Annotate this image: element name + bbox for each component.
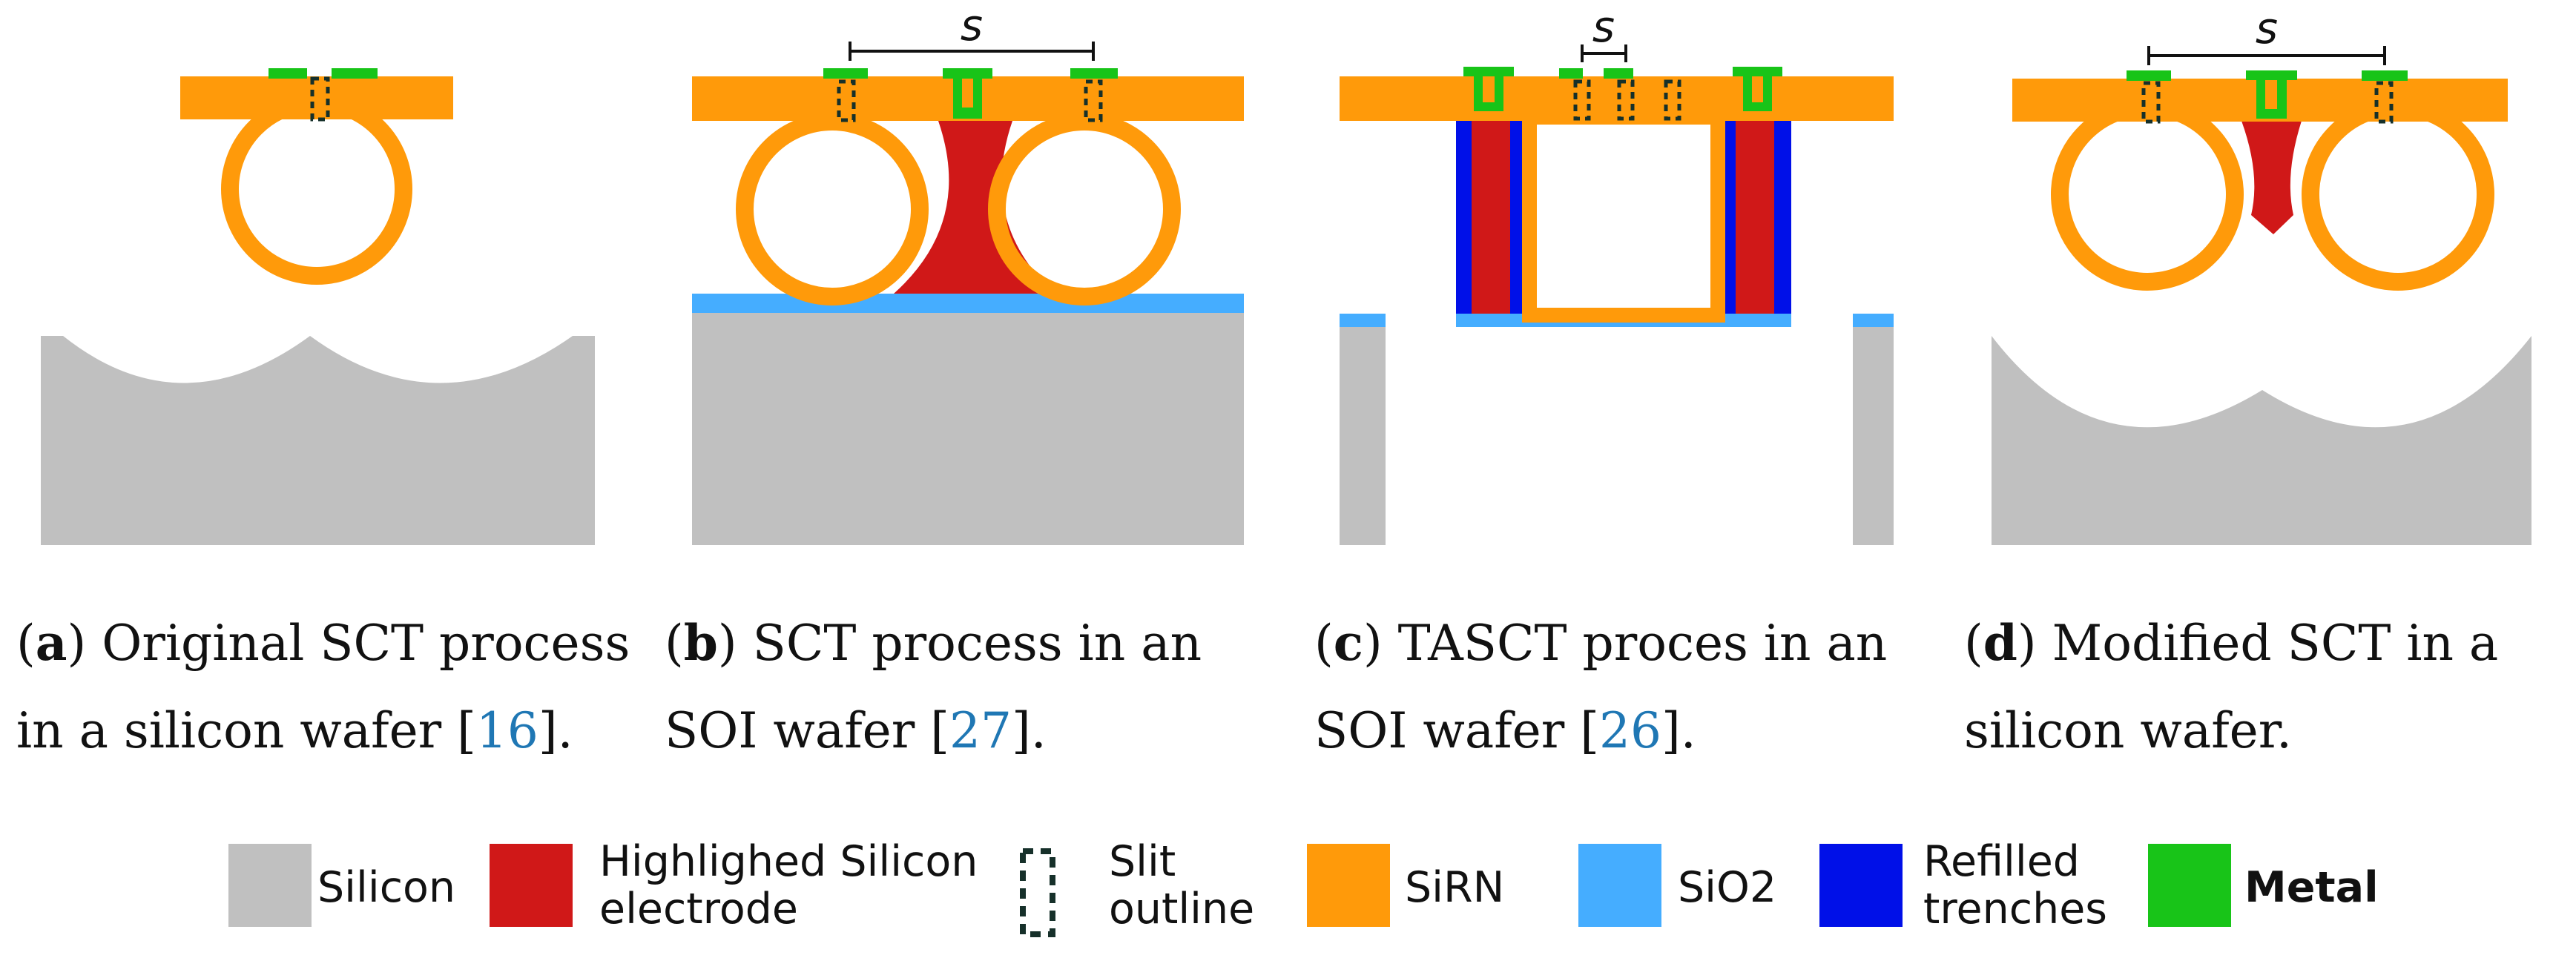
panel-d-silicon-wafer	[1992, 336, 2531, 545]
legend-swatch-metal	[2148, 844, 2231, 927]
panel-b-metal-left	[823, 68, 868, 79]
caption-d: (d) Modified SCT in a silicon wafer.	[1964, 614, 2499, 759]
caption-c-text: ) TASCT proces in an SOI wafer [	[1314, 615, 1888, 759]
legend	[228, 844, 2231, 937]
panel-b-slit-right	[1084, 79, 1103, 122]
panel-c-metal-mid-left	[1559, 68, 1583, 79]
caption-d-label: d	[1983, 614, 2017, 672]
caption-b-text: ) SCT process in an SOI wafer [	[665, 615, 1202, 759]
panel-c-slit-2	[1617, 79, 1635, 121]
panel-c-sio2-right	[1853, 314, 1894, 327]
panel-c-diagram: s	[1340, 1, 1894, 545]
caption-a-label: a	[35, 614, 67, 672]
caption-b-label: b	[683, 614, 718, 672]
panel-d-metal-left	[2127, 70, 2171, 81]
panel-d-ring-right	[2302, 98, 2494, 291]
panel-a-silicon-wafer	[41, 336, 595, 545]
panel-b-metal-right	[1070, 68, 1118, 79]
panel-c-slit-1	[1573, 79, 1591, 121]
panel-a-slit	[310, 76, 330, 122]
panel-a-diagram	[41, 68, 595, 545]
caption-b: (b) SCT process in an SOI wafer [27].	[665, 614, 1202, 759]
caption-c-label: c	[1333, 614, 1363, 672]
panel-d-spacing-label: s	[2256, 3, 2278, 53]
legend-label-silicon: Silicon	[317, 863, 456, 912]
caption-c-tail: ].	[1661, 702, 1696, 759]
panel-c-sio2-left	[1340, 314, 1386, 327]
panel-d-slit-left	[2141, 81, 2161, 124]
panel-c-sirn-plate	[1340, 76, 1894, 121]
caption-d-text: ) Modified SCT in a silicon wafer.	[1964, 615, 2499, 759]
panel-d-metal-right	[2362, 70, 2408, 81]
panel-b-sio2-layer	[692, 294, 1244, 313]
panel-c-silicon-right	[1853, 326, 1894, 545]
panel-b-ring-right	[988, 113, 1181, 305]
panel-b-diagram: s	[692, 0, 1244, 545]
legend-label-electrode: Highlighed Silicon electrode	[599, 837, 978, 934]
caption-a-ref[interactable]: 16	[475, 702, 538, 759]
panel-b-ring-left	[736, 113, 929, 305]
panel-d-slit-right	[2374, 81, 2394, 124]
caption-a: (a) Original SCT process in a silicon wa…	[16, 614, 630, 759]
caption-a-tail: ].	[538, 702, 573, 759]
panel-c-electrode-right	[1736, 119, 1774, 314]
legend-swatch-silicon	[228, 844, 312, 927]
panel-c-spacing-label: s	[1592, 1, 1615, 52]
caption-c: (c) TASCT proces in an SOI wafer [26].	[1314, 614, 1888, 759]
legend-label-sio2: SiO2	[1678, 863, 1777, 912]
panel-b-spacing-label: s	[961, 0, 983, 50]
panel-c-silicon-left	[1340, 326, 1386, 545]
legend-label-sirn: SiRN	[1405, 863, 1505, 912]
legend-swatch-electrode	[490, 844, 573, 927]
panel-d-electrode	[2241, 121, 2302, 234]
caption-b-ref[interactable]: 27	[949, 702, 1012, 759]
legend-label-metal: Metal	[2244, 863, 2379, 912]
legend-swatch-sio2	[1578, 844, 1661, 927]
panel-a-ring	[221, 93, 412, 285]
panel-d-ring-left	[2051, 98, 2244, 291]
panel-a-metal-right	[332, 68, 378, 79]
legend-swatch-sirn	[1307, 844, 1390, 927]
panel-c-spacing-marker	[1581, 44, 1627, 62]
panel-a-sirn-plate	[180, 76, 453, 119]
panel-b-spacing-marker	[849, 42, 1095, 61]
legend-label-trenches: Refilled trenches	[1923, 837, 2107, 934]
panel-d-diagram: s	[1992, 3, 2531, 545]
legend-swatch-trenches	[1819, 844, 1903, 927]
caption-c-ref[interactable]: 26	[1598, 702, 1661, 759]
panel-b-silicon-wafer	[692, 310, 1244, 545]
panel-c-slit-3	[1664, 79, 1681, 121]
legend-swatch-slit	[1020, 848, 1055, 937]
panel-d-spacing-marker	[2147, 46, 2386, 65]
caption-b-tail: ].	[1011, 702, 1047, 759]
panel-c-electrode-left	[1472, 119, 1510, 314]
panel-b-slit-left	[837, 79, 856, 122]
legend-label-slit: Slit outline	[1109, 837, 1255, 934]
panel-c-channel	[1522, 110, 1725, 323]
caption-a-text: ) Original SCT process in a silicon wafe…	[16, 615, 630, 759]
panel-a-metal-left	[269, 68, 307, 79]
panel-c-metal-mid-right	[1604, 68, 1633, 79]
